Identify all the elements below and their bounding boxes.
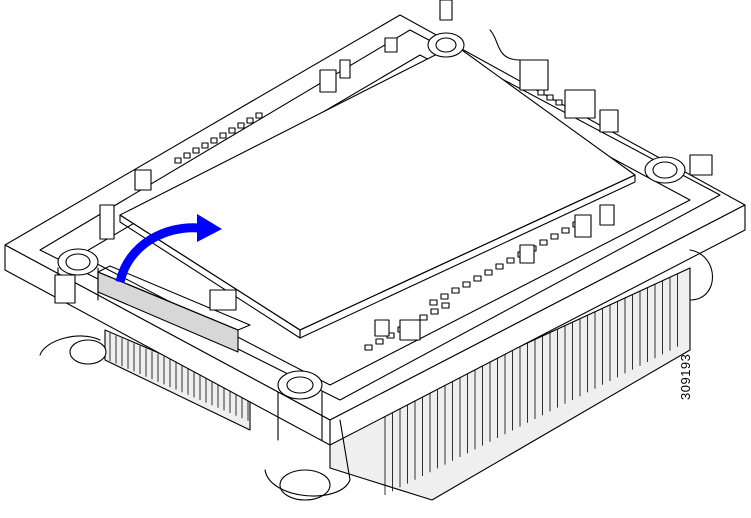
rail-slot	[174, 157, 182, 164]
rail-slot	[495, 263, 504, 270]
rail-slot	[440, 293, 449, 300]
cpu-processor	[119, 44, 636, 339]
rail-slot	[210, 137, 218, 144]
rail-slot	[375, 338, 384, 345]
rail-slot	[473, 275, 482, 282]
heatsink-right-fins	[329, 267, 691, 501]
rail-slot	[364, 344, 373, 351]
rail-slot	[555, 99, 563, 106]
rail-slot	[484, 269, 493, 276]
rail-slot	[429, 299, 438, 306]
rail-slot	[228, 127, 236, 134]
rail-slot	[192, 147, 200, 154]
rail-slot	[506, 257, 515, 264]
rail-slot	[255, 112, 263, 119]
rail-slot	[201, 142, 209, 149]
rail-slot	[419, 314, 428, 321]
rail-slot	[539, 239, 548, 246]
rail-slot	[430, 308, 439, 315]
screw-post-front	[264, 370, 351, 501]
rail-slot	[537, 89, 545, 96]
rail-slot	[550, 233, 559, 240]
rail-slot	[246, 117, 254, 124]
latch-clips	[54, 37, 619, 341]
screw-post-right	[644, 154, 713, 301]
rail-slot	[219, 132, 227, 139]
figure-id-label: 309193	[678, 353, 693, 400]
rail-slot	[237, 122, 245, 129]
screw-post-left	[39, 248, 107, 365]
rail-slot	[183, 152, 191, 159]
rail-slot	[546, 94, 554, 101]
rotation-arrow	[115, 214, 222, 284]
screw-post-back	[427, 0, 521, 61]
rail-slot	[441, 302, 450, 309]
rail-slot	[462, 281, 471, 288]
rail-slot	[451, 287, 460, 294]
rail-slot	[561, 227, 570, 234]
